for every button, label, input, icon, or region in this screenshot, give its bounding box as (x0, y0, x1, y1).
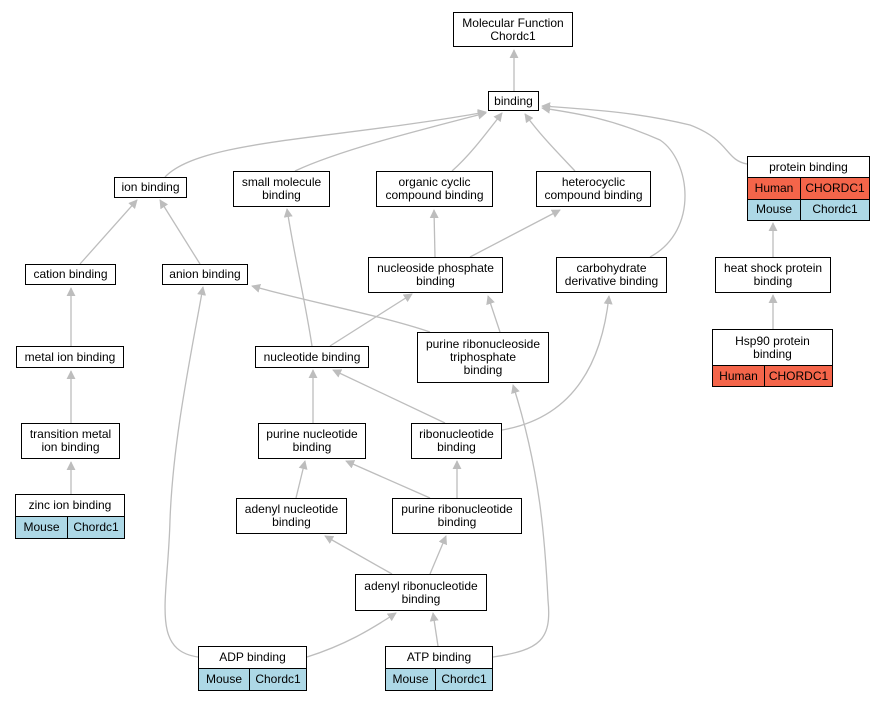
node-label: cation binding (33, 267, 108, 281)
node-label: nucleoside phosphate binding (377, 261, 494, 288)
annotation-row-human: Human CHORDC1 (713, 365, 832, 386)
gene-cell: Chordc1 (249, 669, 306, 690)
species-cell: Human (748, 178, 800, 199)
node-label: binding (494, 93, 533, 108)
node-label: carbohydrate derivative binding (564, 261, 659, 288)
node-label: Hsp90 protein binding (735, 333, 810, 361)
edge-organic-cyclic-to-binding (451, 112, 503, 172)
node-label-row: ATP binding (386, 647, 492, 668)
species-cell: Mouse (386, 669, 435, 690)
node-transition-metal-ion-binding[interactable]: transition metal ion binding (21, 423, 120, 459)
annotation-row-human: Human CHORDC1 (748, 177, 869, 199)
edge-anion-to-ion (159, 199, 201, 265)
node-label: Molecular Function Chordc1 (462, 15, 564, 43)
edge-ion-to-binding (164, 109, 487, 178)
edge-adenyl-nucleotide-to-purine-nucleotide (295, 460, 308, 499)
node-hsp90-protein-binding[interactable]: Hsp90 protein binding Human CHORDC1 (712, 329, 833, 387)
node-label: purine ribonucleoside triphosphate bindi… (425, 337, 541, 377)
node-label: transition metal ion binding (29, 427, 112, 454)
node-label: adenyl nucleotide binding (244, 502, 339, 529)
node-label: metal ion binding (24, 349, 116, 364)
species-cell: Mouse (748, 199, 800, 220)
node-heat-shock-protein-binding[interactable]: heat shock protein binding (715, 257, 831, 293)
edge-adp-to-adenyl-ribonucleotide (306, 612, 397, 658)
edge-purine-ribonucleotide-to-purine-nucleotide (345, 460, 431, 499)
node-heterocyclic-compound-binding[interactable]: heterocyclic compound binding (536, 171, 651, 207)
node-label: ATP binding (406, 650, 472, 664)
edge-carbohydrate-to-binding (541, 104, 686, 258)
edge-atp-to-prtp (492, 384, 550, 658)
node-label: protein binding (769, 159, 848, 174)
node-label-row: Hsp90 protein binding (713, 330, 832, 365)
species-cell: Mouse (199, 669, 249, 690)
node-anion-binding[interactable]: anion binding (162, 264, 248, 285)
node-label: heterocyclic compound binding (544, 175, 643, 202)
node-binding[interactable]: binding (488, 91, 539, 111)
edge-nucleoside-phosphate-to-organic (429, 209, 439, 258)
node-cation-binding[interactable]: cation binding (25, 264, 116, 285)
edge-adp-to-anion (164, 286, 207, 658)
gene-cell: CHORDC1 (764, 366, 832, 386)
node-nucleoside-phosphate-binding[interactable]: nucleoside phosphate binding (368, 257, 503, 293)
node-metal-ion-binding[interactable]: metal ion binding (16, 346, 124, 368)
node-label: purine nucleotide binding (266, 427, 358, 454)
node-adenyl-nucleotide-binding[interactable]: adenyl nucleotide binding (236, 498, 347, 534)
node-carbohydrate-derivative-binding[interactable]: carbohydrate derivative binding (556, 257, 667, 293)
edge-cation-to-ion (79, 199, 138, 265)
gene-cell: Chordc1 (435, 669, 492, 690)
edge-atp-to-adenyl-ribonucleotide (429, 612, 439, 647)
edge-ribonucleotide-to-carbohydrate (501, 295, 613, 431)
node-adenyl-ribonucleotide-binding[interactable]: adenyl ribonucleotide binding (355, 574, 487, 611)
node-label: adenyl ribonucleotide binding (364, 578, 478, 606)
annotation-row-mouse: Mouse Chordc1 (199, 668, 306, 690)
gene-cell: Chordc1 (800, 199, 869, 220)
edge-prtp-to-nucleoside-phosphate (486, 295, 501, 333)
edge-ribonucleotide-to-nucleotide (332, 369, 446, 424)
node-label: heat shock protein binding (723, 261, 823, 288)
node-zinc-ion-binding[interactable]: zinc ion binding Mouse Chordc1 (15, 494, 125, 539)
node-ribonucleotide-binding[interactable]: ribonucleotide binding (411, 423, 502, 459)
node-label-row: zinc ion binding (16, 495, 124, 516)
edge-small-molecule-to-binding (294, 110, 487, 172)
node-adp-binding[interactable]: ADP binding Mouse Chordc1 (198, 646, 307, 691)
edge-adenyl-ribonucleotide-to-purine-ribonucleotide (429, 535, 448, 575)
edge-nucleoside-phosphate-to-heterocyclic (469, 209, 561, 258)
annotation-row-mouse: Mouse Chordc1 (748, 198, 869, 220)
node-label: small molecule binding (241, 175, 322, 202)
node-label: organic cyclic compound binding (385, 175, 484, 202)
node-label: ADP binding (219, 650, 286, 664)
gene-cell: CHORDC1 (800, 178, 869, 199)
annotation-row-mouse: Mouse Chordc1 (386, 668, 492, 690)
node-nucleotide-binding[interactable]: nucleotide binding (255, 346, 369, 368)
node-label: nucleotide binding (263, 349, 361, 364)
edge-nucleotide-to-nucleoside-phosphate (329, 293, 413, 347)
node-purine-ribonucleoside-triphosphate-binding[interactable]: purine ribonucleoside triphosphate bindi… (417, 332, 549, 383)
edge-nucleotide-to-small-molecule (283, 208, 313, 347)
node-atp-binding[interactable]: ATP binding Mouse Chordc1 (385, 646, 493, 691)
edge-protein-to-binding (541, 102, 748, 165)
gene-cell: Chordc1 (67, 517, 124, 538)
species-cell: Human (713, 366, 764, 386)
annotation-row-mouse: Mouse Chordc1 (16, 516, 124, 538)
node-small-molecule-binding[interactable]: small molecule binding (233, 171, 330, 207)
node-label: purine ribonucleotide binding (401, 502, 513, 529)
node-label: ion binding (121, 180, 180, 194)
node-label: anion binding (169, 267, 241, 281)
edge-heterocyclic-to-binding (524, 113, 576, 172)
node-label: zinc ion binding (28, 498, 112, 512)
node-ion-binding[interactable]: ion binding (114, 177, 187, 198)
node-label-row: protein binding (748, 157, 869, 177)
species-cell: Mouse (16, 517, 67, 538)
node-purine-ribonucleotide-binding[interactable]: purine ribonucleotide binding (392, 498, 522, 534)
node-purine-nucleotide-binding[interactable]: purine nucleotide binding (258, 423, 366, 459)
node-label-row: ADP binding (199, 647, 306, 668)
node-label: ribonucleotide binding (419, 427, 494, 454)
node-protein-binding[interactable]: protein binding Human CHORDC1 Mouse Chor… (747, 156, 870, 221)
node-organic-cyclic-compound-binding[interactable]: organic cyclic compound binding (376, 171, 493, 207)
edge-adenyl-ribonucleotide-to-adenyl-nucleotide (324, 535, 393, 575)
node-molecular-function[interactable]: Molecular Function Chordc1 (453, 12, 573, 47)
edge-prtp-to-anion (251, 283, 431, 333)
